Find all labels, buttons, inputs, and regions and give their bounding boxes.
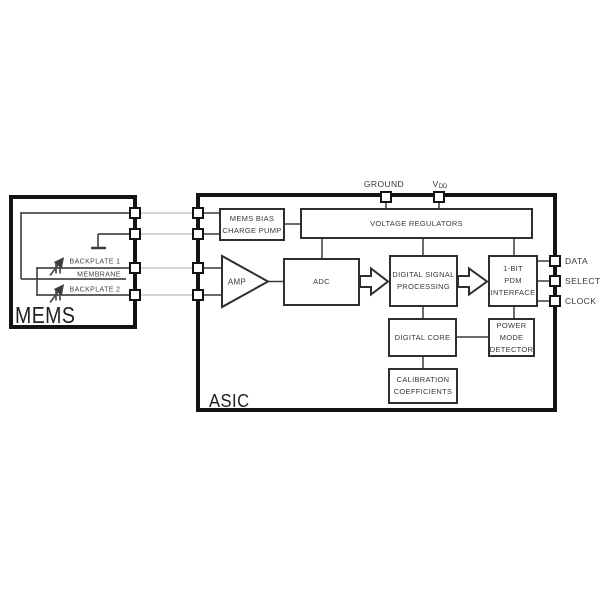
pad-mems-backplate1 bbox=[129, 262, 141, 274]
amp-label: AMP bbox=[227, 277, 247, 287]
vdd-main: V bbox=[432, 179, 439, 189]
mems-die-box bbox=[9, 195, 137, 329]
pad-asic-in4 bbox=[192, 289, 204, 301]
pad-ground bbox=[380, 191, 392, 203]
block-digital-signal-processing: DIGITAL SIGNAL PROCESSING bbox=[389, 255, 458, 307]
varcap2-arrow bbox=[49, 284, 65, 304]
pad-select bbox=[549, 275, 561, 287]
pad-data bbox=[549, 255, 561, 267]
amp-triangle bbox=[221, 254, 271, 309]
pad-mems-ground bbox=[129, 228, 141, 240]
pad-asic-in3 bbox=[192, 262, 204, 274]
pad-clock bbox=[549, 295, 561, 307]
backplate2-label: BACKPLATE 2 bbox=[69, 286, 121, 294]
pad-mems-membrane bbox=[129, 207, 141, 219]
vdd-sub: DD bbox=[438, 184, 448, 190]
select-pin-label: SELECT bbox=[565, 276, 600, 286]
pad-asic-in1 bbox=[192, 207, 204, 219]
block-arrow-dsp-to-pdm bbox=[457, 266, 489, 297]
data-pin-label: DATA bbox=[565, 256, 589, 266]
asic-title: ASIC bbox=[209, 391, 250, 411]
block-adc: ADC bbox=[283, 258, 360, 306]
block-pdm-interface: 1-BIT PDM INTERFACE bbox=[488, 255, 538, 307]
block-calibration-coefficients: CALIBRATION COEFFICIENTS bbox=[388, 368, 458, 404]
clock-pin-label: CLOCK bbox=[565, 296, 597, 306]
pad-mems-backplate2 bbox=[129, 289, 141, 301]
ground-pin-label: GROUND bbox=[363, 179, 405, 189]
block-voltage-regulators: VOLTAGE REGULATORS bbox=[300, 208, 533, 239]
vdd-pin-label: VDD bbox=[432, 179, 448, 190]
pad-asic-in2 bbox=[192, 228, 204, 240]
mems-title: MEMS bbox=[15, 302, 76, 328]
backplate1-label: BACKPLATE 1 bbox=[69, 258, 121, 266]
membrane-label: MEMBRANE bbox=[77, 271, 121, 279]
block-mems-bias-charge-pump: MEMS BIAS CHARGE PUMP bbox=[219, 208, 285, 241]
block-arrow-adc-to-dsp bbox=[359, 266, 390, 297]
block-digital-core: DIGITAL CORE bbox=[388, 318, 457, 357]
pad-vdd bbox=[433, 191, 445, 203]
varcap1-arrow bbox=[49, 257, 65, 277]
block-power-mode-detector: POWER MODE DETECTOR bbox=[488, 318, 535, 357]
